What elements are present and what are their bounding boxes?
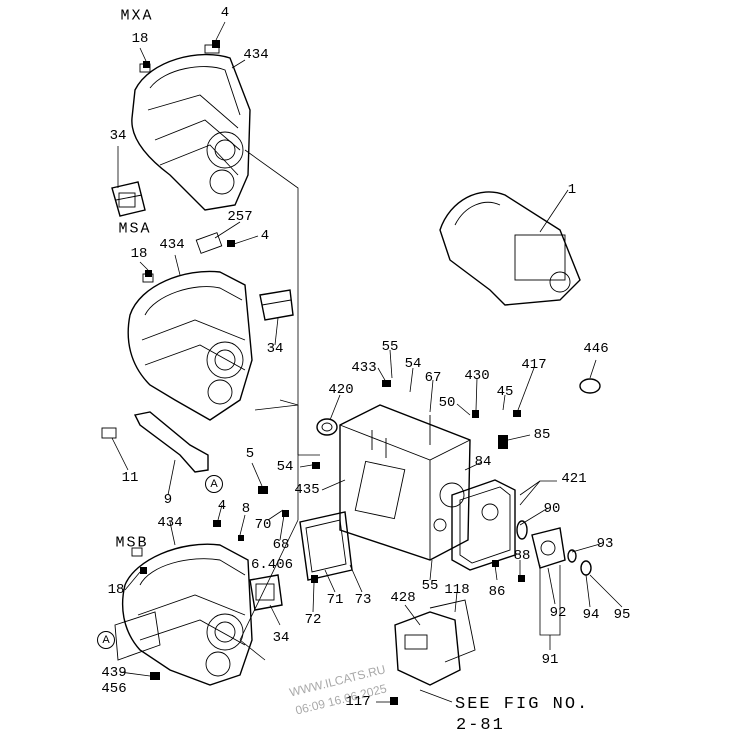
part-label: 5 <box>245 446 255 462</box>
lower-cover-assembly <box>394 599 476 686</box>
transmission-case <box>339 404 471 561</box>
part-label: 439 <box>101 665 127 681</box>
part-label: 428 <box>390 590 416 606</box>
clutch-housing-msb <box>114 543 253 686</box>
part-label: 4 <box>260 228 270 244</box>
part-label: 1 <box>567 182 577 198</box>
part-label: 72 <box>304 612 322 628</box>
part-label: 67 <box>424 370 442 386</box>
fasteners <box>140 40 525 705</box>
part-label: 55 <box>381 339 399 355</box>
part-label: 4 <box>217 498 227 514</box>
variant-label-mxa: MXA <box>120 7 154 25</box>
part-label: 90 <box>543 501 561 517</box>
part-label: 54 <box>276 459 294 475</box>
leader-lines <box>111 21 623 703</box>
part-label: 430 <box>464 368 490 384</box>
part-label: 54 <box>404 356 422 372</box>
part-label: 11 <box>121 470 139 486</box>
part-label: 434 <box>243 47 269 63</box>
part-label: 435 <box>294 482 320 498</box>
part-label: 6.406 <box>250 557 294 573</box>
part-label: 85 <box>533 427 551 443</box>
part-label: 9 <box>163 492 173 508</box>
variant-label-msa: MSA <box>118 220 152 238</box>
cover-plate-421 <box>451 479 516 571</box>
part-label: 95 <box>613 607 631 623</box>
part-label: 4 <box>220 5 230 21</box>
reference-note-line1: SEE FIG NO. <box>455 695 590 714</box>
variant-label-msb: MSB <box>115 534 149 552</box>
part-label: 34 <box>109 128 127 144</box>
part-label: 91 <box>541 652 559 668</box>
part-label: 18 <box>130 246 148 262</box>
part-label: 84 <box>474 454 492 470</box>
part-label: 456 <box>101 681 127 697</box>
clutch-housing-mxa <box>131 44 251 211</box>
part-label: 421 <box>561 471 587 487</box>
rubber-boot-bottom <box>249 574 283 611</box>
part-label: 433 <box>351 360 377 376</box>
reference-note-line2: 2-81 <box>456 716 505 735</box>
part-label: 117 <box>345 694 371 710</box>
part-label: 18 <box>131 31 149 47</box>
part-label: 70 <box>254 517 272 533</box>
part-label: 73 <box>354 592 372 608</box>
part-label: 420 <box>328 382 354 398</box>
part-label: 18 <box>107 582 125 598</box>
part-label: 50 <box>438 395 456 411</box>
part-label: 88 <box>513 548 531 564</box>
ring-446 <box>579 378 601 394</box>
rubber-boot-middle <box>259 289 294 321</box>
callout-marker-a: A <box>205 475 223 493</box>
complete-transmission-1 <box>439 191 581 306</box>
part-label: 8 <box>241 501 251 517</box>
callout-marker-a: A <box>97 631 115 649</box>
part-label: 93 <box>596 536 614 552</box>
rubber-boot-top <box>111 181 146 217</box>
assembly-bracket-lines <box>239 149 320 661</box>
part-label: 118 <box>444 582 470 598</box>
part-label: 434 <box>159 237 185 253</box>
part-label: 257 <box>227 209 253 225</box>
part-label: 55 <box>421 578 439 594</box>
part-label: 446 <box>583 341 609 357</box>
part-label: 34 <box>272 630 290 646</box>
part-label: 86 <box>488 584 506 600</box>
clutch-housing-msa <box>127 232 253 421</box>
part-label: 434 <box>157 515 183 531</box>
part-label: 94 <box>582 607 600 623</box>
gasket-71-73 <box>299 511 353 581</box>
part-label: 45 <box>496 384 514 400</box>
part-label: 417 <box>521 357 547 373</box>
part-label: 92 <box>549 605 567 621</box>
bracket-9 <box>101 411 209 473</box>
part-label: 34 <box>266 341 284 357</box>
part-label: 71 <box>326 592 344 608</box>
part-label: 68 <box>272 537 290 553</box>
oil-seal-420 <box>316 418 338 436</box>
